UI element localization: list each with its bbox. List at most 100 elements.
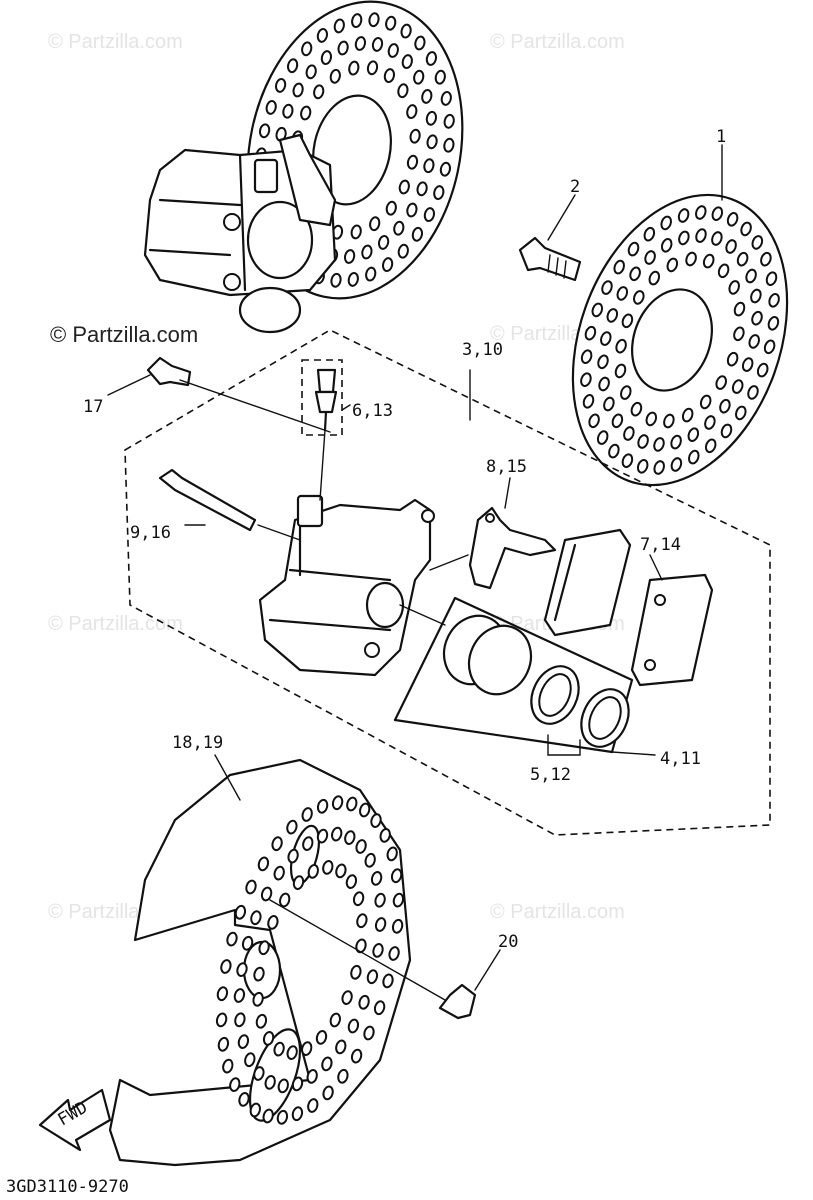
hole (406, 104, 418, 120)
hole (423, 158, 435, 174)
hole (286, 58, 299, 74)
hole (249, 1102, 261, 1118)
hole (421, 88, 433, 104)
hole (765, 271, 778, 286)
hole (670, 457, 683, 472)
bolt-part-20 (438, 983, 477, 1020)
callout-17: 17 (83, 397, 103, 417)
hole (355, 938, 367, 954)
hole (756, 362, 769, 378)
hole (333, 18, 345, 34)
hole (681, 407, 694, 423)
hole (383, 68, 396, 84)
hole (409, 128, 421, 144)
hole (677, 208, 690, 223)
hole (390, 868, 403, 884)
hole (331, 795, 344, 811)
hole (580, 372, 592, 387)
hole (234, 904, 247, 920)
hole (253, 1066, 265, 1081)
watermarks: © Partzilla.com © Partzilla.com © Partzi… (48, 31, 625, 923)
hole (725, 239, 737, 254)
hole (229, 1077, 241, 1092)
hole (580, 349, 593, 364)
hole (645, 411, 658, 427)
hole (653, 437, 665, 452)
hole (363, 1025, 375, 1041)
pad-spring-part-8 (468, 506, 557, 590)
callout-2: 2 (570, 177, 580, 197)
hole (653, 460, 665, 475)
hole (301, 41, 313, 57)
hole (413, 69, 425, 85)
hole (250, 910, 262, 926)
hole (736, 251, 749, 267)
hole (291, 1106, 304, 1122)
hole (735, 405, 747, 421)
hole (262, 1031, 275, 1046)
hole (369, 216, 381, 232)
pin-part-9 (158, 468, 257, 532)
hole (660, 215, 672, 231)
callouts: 1 2 3,10 6,13 8,15 17 9,16 7,14 4,11 5,1… (83, 127, 726, 952)
hole (621, 313, 634, 329)
hole (347, 1018, 360, 1034)
watermark: © Partzilla.com (490, 901, 625, 923)
hole (264, 1075, 276, 1090)
hole (226, 931, 238, 947)
hole (715, 375, 727, 390)
hole (258, 940, 270, 956)
hole (257, 856, 270, 872)
hole (335, 863, 347, 879)
hole (711, 206, 724, 221)
hole (252, 991, 264, 1007)
hole (379, 828, 391, 843)
hole (767, 316, 780, 331)
hole (392, 892, 405, 908)
hole (621, 453, 634, 468)
hole (750, 288, 762, 304)
hole (345, 874, 358, 889)
hole (598, 376, 610, 392)
hole (351, 13, 363, 29)
guard-holes (215, 795, 405, 1125)
hole (666, 257, 679, 273)
hole (287, 848, 299, 864)
hole (443, 137, 455, 153)
hole (364, 852, 376, 868)
bleed-valve-part-6 (301, 359, 343, 436)
disc-holes (580, 205, 780, 475)
hole (582, 394, 595, 409)
hole (623, 426, 635, 441)
hole (629, 266, 641, 282)
hole (301, 807, 313, 822)
hole (302, 836, 314, 851)
callout-9-16: 9,16 (130, 523, 171, 543)
hole (316, 27, 329, 43)
hole (616, 286, 629, 301)
callout-1: 1 (716, 127, 726, 147)
callout-18-19: 18,19 (172, 733, 223, 753)
disc-part-1 (571, 193, 789, 487)
fwd-arrow-icon: FWD (38, 1088, 112, 1152)
hole (747, 385, 759, 400)
hole (373, 1000, 386, 1016)
hole (344, 830, 356, 845)
hole (279, 892, 291, 908)
hole (356, 913, 368, 929)
hole (711, 231, 723, 246)
hole (391, 918, 404, 934)
hole (763, 339, 776, 355)
hole (216, 986, 229, 1002)
hole (416, 181, 428, 197)
hole (670, 434, 682, 450)
hole (292, 875, 305, 890)
hole (244, 1052, 256, 1068)
disc-guard-part-18 (108, 758, 412, 1167)
hole (370, 813, 382, 828)
hole (265, 99, 277, 115)
hole (401, 54, 413, 70)
hole (397, 83, 409, 99)
hole (368, 12, 380, 28)
hole (704, 415, 716, 430)
